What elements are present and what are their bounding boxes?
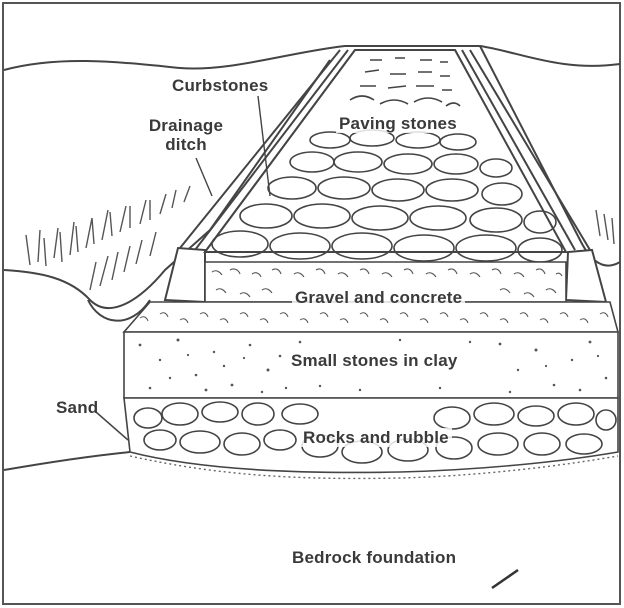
label-curbstones: Curbstones: [172, 76, 268, 95]
label-drainage-ditch-line1: Drainage: [149, 116, 223, 135]
label-drainage-ditch-line2: ditch: [165, 135, 207, 154]
label-drainage-ditch: Drainage ditch: [136, 116, 236, 154]
label-paving-stones: Paving stones: [336, 114, 460, 133]
label-gravel-and-concrete: Gravel and concrete: [292, 288, 465, 307]
label-sand: Sand: [56, 398, 98, 417]
label-bedrock-foundation: Bedrock foundation: [292, 548, 456, 567]
label-small-stones-in-clay: Small stones in clay: [288, 351, 461, 370]
label-rocks-and-rubble: Rocks and rubble: [300, 428, 452, 447]
